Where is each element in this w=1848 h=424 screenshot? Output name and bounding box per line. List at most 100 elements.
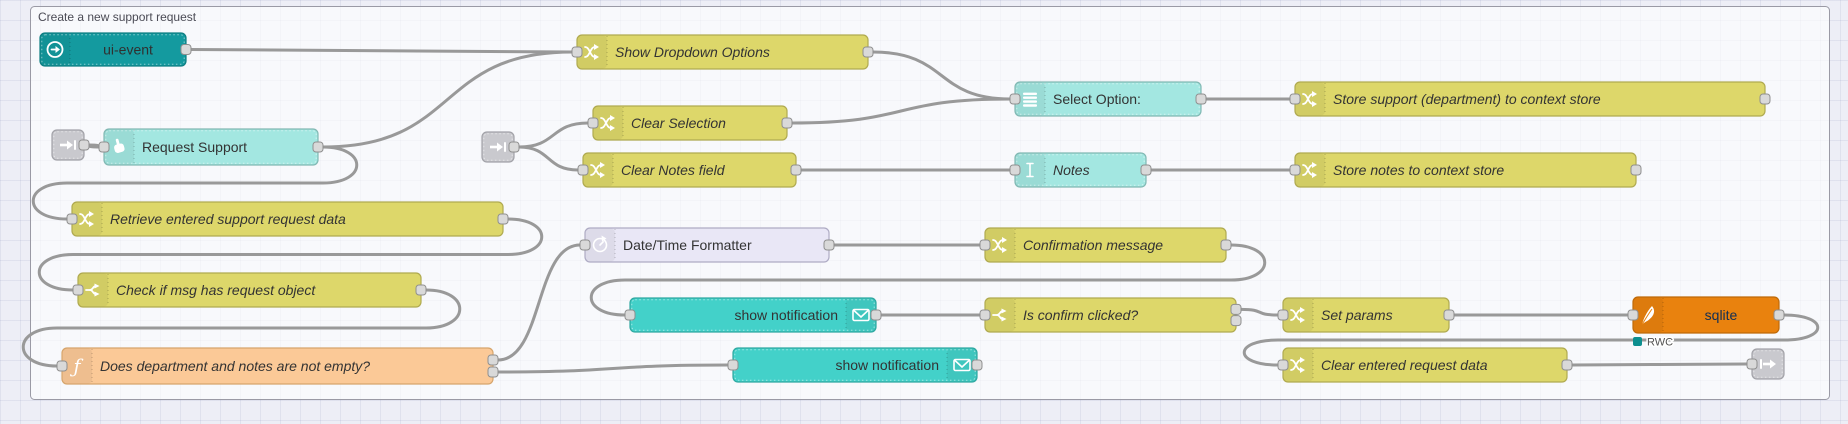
output-port[interactable] — [487, 354, 499, 366]
node-ui_event[interactable]: ui-event — [39, 32, 192, 67]
wire-request_support-to-show_dropdown[interactable] — [321, 50, 574, 149]
input-port[interactable] — [98, 141, 110, 153]
node-request_support[interactable]: Request Support — [98, 128, 324, 166]
node-set_params[interactable]: Set params — [1277, 297, 1455, 333]
wire-request_support-to-retrieve[interactable] — [31, 145, 359, 221]
wire-confirmation-to-show_notif_1[interactable] — [589, 243, 1267, 317]
input-port[interactable] — [1009, 93, 1021, 105]
input-port[interactable] — [571, 46, 583, 58]
shuffle-icon — [584, 44, 599, 60]
output-port[interactable] — [1561, 359, 1573, 371]
output-port[interactable] — [1630, 164, 1642, 176]
output-port[interactable] — [1443, 309, 1455, 321]
node-label: show notification — [734, 307, 838, 323]
shuffle-icon — [1290, 357, 1305, 373]
input-port[interactable] — [579, 239, 591, 251]
wire-link_in_2-to-clear_selection[interactable] — [517, 121, 590, 149]
node-link_in_1[interactable] — [51, 129, 90, 161]
input-port[interactable] — [979, 239, 991, 251]
output-port[interactable] — [1759, 93, 1771, 105]
input-port[interactable] — [979, 309, 991, 321]
output-port[interactable] — [823, 239, 835, 251]
wire-is_confirm-to-set_params[interactable] — [1239, 307, 1280, 317]
input-port[interactable] — [1277, 359, 1289, 371]
input-port[interactable] — [1746, 358, 1758, 370]
wire-link_in_1-to-request_support[interactable] — [87, 143, 101, 149]
wire-ui_event-to-show_dropdown[interactable] — [189, 48, 574, 54]
node-clear_selection[interactable]: Clear Selection — [587, 105, 793, 141]
node-label: Confirmation message — [1023, 237, 1163, 253]
node-link_in_2[interactable] — [481, 131, 520, 163]
wire-sqlite-to-clear_entered[interactable] — [1243, 313, 1819, 367]
wire-retrieve-to-check_msg[interactable] — [37, 217, 544, 292]
output-port[interactable] — [1195, 93, 1207, 105]
wire-show_dropdown-to-select_option[interactable] — [871, 50, 1012, 101]
node-clear_entered[interactable]: Clear entered request data — [1277, 347, 1573, 383]
wire-link_in_2-to-clear_notes[interactable] — [517, 145, 580, 172]
node-retrieve[interactable]: Retrieve entered support request data — [66, 201, 509, 237]
output-port[interactable] — [1230, 303, 1242, 315]
output-port[interactable] — [508, 141, 520, 153]
node-store_support[interactable]: Store support (department) to context st… — [1289, 81, 1771, 117]
node-label: Check if msg has request object — [116, 282, 316, 298]
output-port[interactable] — [180, 44, 192, 55]
feather-icon — [1641, 306, 1655, 325]
group-title: Create a new support request — [38, 10, 197, 24]
status-text: RWC — [1647, 336, 1673, 348]
input-port[interactable] — [72, 284, 84, 296]
input-port[interactable] — [624, 309, 636, 321]
output-port[interactable] — [862, 46, 874, 58]
input-port[interactable] — [1009, 164, 1021, 176]
node-label: Request Support — [142, 139, 247, 155]
input-port[interactable] — [1289, 164, 1301, 176]
svg-text:ƒ: ƒ — [69, 356, 83, 378]
input-port[interactable] — [727, 359, 739, 371]
node-confirmation[interactable]: Confirmation message — [979, 227, 1232, 263]
node-label: sqlite — [1705, 307, 1738, 323]
output-port[interactable] — [1230, 315, 1242, 327]
input-port[interactable] — [1627, 309, 1639, 321]
wire-clear_entered-to-link_out[interactable] — [1570, 362, 1749, 367]
wire-check_msg-to-does_dept[interactable] — [21, 288, 462, 368]
wire-does_dept-to-datetime[interactable] — [496, 243, 582, 362]
output-port[interactable] — [497, 213, 509, 225]
wire-does_dept-to-show_notif_2[interactable] — [496, 363, 730, 374]
output-port[interactable] — [78, 139, 90, 151]
input-port[interactable] — [577, 164, 589, 176]
input-port[interactable] — [66, 213, 78, 225]
node-check_msg[interactable]: Check if msg has request object — [72, 272, 427, 308]
output-port[interactable] — [781, 117, 793, 129]
input-port[interactable] — [1277, 309, 1289, 321]
output-port[interactable] — [1140, 164, 1152, 176]
node-datetime[interactable]: Date/Time Formatter — [579, 227, 835, 263]
input-port[interactable] — [587, 117, 599, 129]
shuffle-icon — [1302, 91, 1317, 107]
input-port[interactable] — [1289, 93, 1301, 105]
node-link_out[interactable] — [1746, 348, 1785, 380]
node-label: Store notes to context store — [1333, 162, 1504, 178]
wire-clear_selection-to-select_option[interactable] — [790, 97, 1012, 125]
node-show_dropdown[interactable]: Show Dropdown Options — [571, 34, 874, 70]
node-is_confirm[interactable]: Is confirm clicked? — [979, 297, 1242, 333]
node-clear_notes[interactable]: Clear Notes field — [577, 152, 802, 188]
node-show_notif_1[interactable]: show notification — [624, 297, 882, 333]
output-port[interactable] — [870, 309, 882, 321]
output-port[interactable] — [971, 359, 983, 371]
output-port[interactable] — [415, 284, 427, 296]
node-notes[interactable]: Notes — [1009, 152, 1152, 188]
output-port[interactable] — [487, 366, 499, 378]
node-store_notes[interactable]: Store notes to context store — [1289, 152, 1642, 188]
node-select_option[interactable]: Select Option: — [1009, 81, 1207, 117]
node-show_notif_2[interactable]: show notification — [727, 347, 983, 383]
output-port[interactable] — [790, 164, 802, 176]
switch-icon — [992, 308, 1007, 322]
shuffle-icon — [1290, 307, 1305, 323]
input-port[interactable] — [56, 360, 68, 372]
node-label: Clear Notes field — [621, 162, 726, 178]
output-port[interactable] — [312, 141, 324, 153]
output-port[interactable] — [1220, 239, 1232, 251]
output-port[interactable] — [1773, 309, 1785, 321]
